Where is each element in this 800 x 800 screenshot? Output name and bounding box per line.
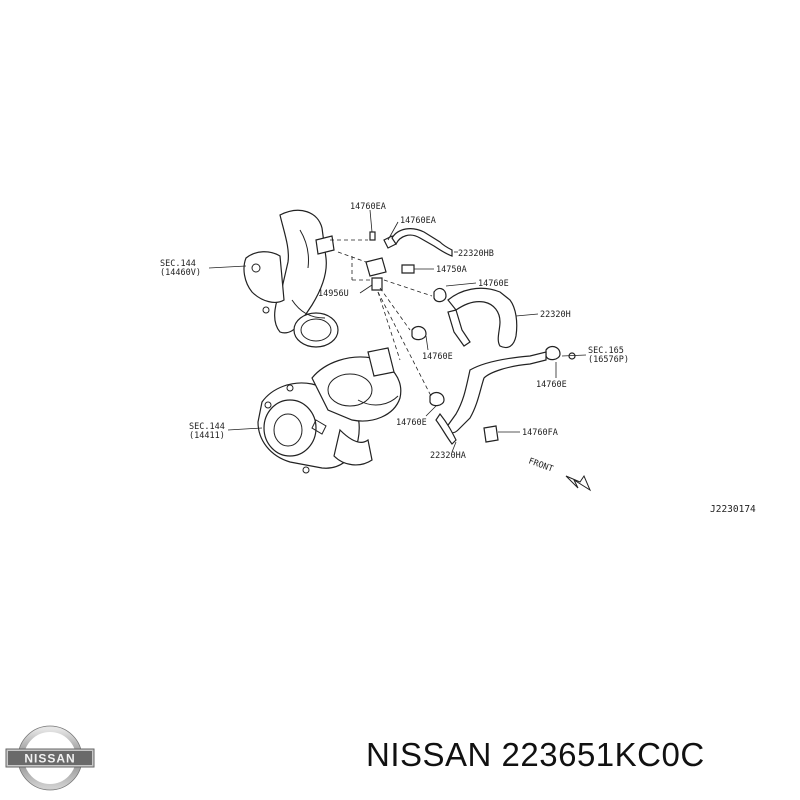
nissan-logo: NISSAN: [5, 725, 95, 791]
label-22320hb: 22320HB: [458, 249, 494, 259]
label-14956u: 14956U: [318, 289, 349, 299]
label-sec144-b-line1: SEC.144: [189, 422, 225, 432]
label-14760fa: 14760FA: [522, 428, 558, 438]
label-14760ea-a: 14760EA: [350, 202, 386, 212]
diagram-ref-code: J2230174: [710, 504, 756, 515]
label-sec144-b-line2: (14411): [189, 431, 225, 441]
label-sec144-a-line2: (14460V): [160, 268, 201, 278]
label-14760ea-b: 14760EA: [400, 216, 436, 226]
label-22320ha: 22320HA: [430, 451, 466, 461]
label-sec165-line2: (16576P): [588, 355, 629, 365]
label-14760e-b: 14760E: [422, 352, 453, 362]
turbocharger: [257, 347, 402, 474]
label-front: FRONT: [527, 456, 554, 474]
front-arrow: [565, 474, 592, 492]
hoses: [391, 228, 547, 445]
label-14750a: 14750A: [436, 265, 467, 275]
leader-lines: [208, 209, 587, 453]
dashed-lines: [330, 239, 433, 399]
part-caption: NISSAN 223651KC0C: [366, 736, 705, 773]
parts-diagram: SEC.144 (14460V) SEC.144 (14411) SEC.165…: [160, 202, 756, 515]
label-14760e-a: 14760E: [478, 279, 509, 289]
label-sec165-line1: SEC.165: [588, 346, 624, 356]
logo-wordmark: NISSAN: [24, 752, 75, 766]
label-14760e-d: 14760E: [396, 418, 427, 428]
label-14760e-c: 14760E: [536, 380, 567, 390]
label-sec144-a-line1: SEC.144: [160, 259, 196, 269]
intake-pipe: [243, 209, 339, 348]
label-22320h: 22320H: [540, 310, 571, 320]
